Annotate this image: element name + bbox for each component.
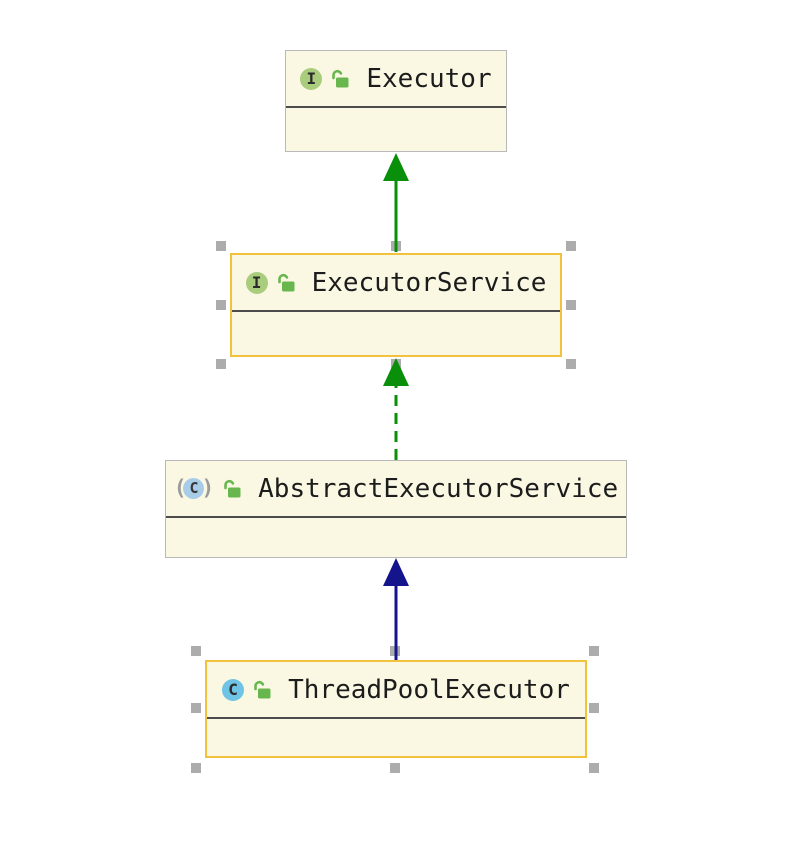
- selection-handle[interactable]: [566, 300, 576, 310]
- selection-handle[interactable]: [390, 646, 400, 656]
- interface-icon-letter: I: [306, 68, 317, 88]
- interface-icon-letter: I: [251, 272, 262, 292]
- arrowhead: [383, 153, 409, 181]
- node-members-section: [232, 310, 560, 355]
- selection-handle[interactable]: [216, 359, 226, 369]
- selection-handle[interactable]: [390, 763, 400, 773]
- class-node-thread-pool-executor[interactable]: C ThreadPoolExecutor: [205, 660, 587, 758]
- node-title: C ThreadPoolExecutor: [207, 662, 585, 717]
- interface-icon: I: [245, 271, 268, 294]
- unlocked-icon: [252, 680, 272, 700]
- class-icon-letter: C: [228, 679, 238, 699]
- node-name-label: ExecutorService: [311, 267, 547, 298]
- node-title: I Executor: [286, 51, 506, 106]
- class-node-executor-service[interactable]: I ExecutorService: [230, 253, 562, 357]
- selection-handle[interactable]: [391, 241, 401, 251]
- edge-threadpoolexecutor-extends-abstractexecutorservice[interactable]: [383, 558, 409, 660]
- class-node-abstract-executor-service[interactable]: ( C ) AbstractExecutorService: [165, 460, 627, 558]
- selection-handle[interactable]: [191, 646, 201, 656]
- node-name-label: ThreadPoolExecutor: [288, 674, 570, 705]
- edge-executorservice-extends-executor[interactable]: [383, 153, 409, 252]
- selection-handle[interactable]: [216, 241, 226, 251]
- abstract-paren: ): [201, 476, 215, 500]
- selection-handle[interactable]: [191, 763, 201, 773]
- selection-handle[interactable]: [589, 646, 599, 656]
- edge-abstractexecutorservice-implements-executorservice[interactable]: [383, 358, 409, 460]
- selection-handle[interactable]: [191, 703, 201, 713]
- node-title: ( C ) AbstractExecutorService: [166, 461, 626, 516]
- selection-handle[interactable]: [216, 300, 226, 310]
- abstract-paren: (: [173, 476, 187, 500]
- selection-handle[interactable]: [566, 241, 576, 251]
- class-node-executor[interactable]: I Executor: [285, 50, 507, 152]
- unlocked-icon: [276, 273, 296, 293]
- selection-handle[interactable]: [589, 703, 599, 713]
- selection-handle[interactable]: [391, 359, 401, 369]
- abstract-class-icon: ( C ): [174, 478, 214, 499]
- abstract-class-icon-letter: C: [189, 479, 199, 497]
- selection-handle[interactable]: [566, 359, 576, 369]
- selection-handle[interactable]: [589, 763, 599, 773]
- node-title: I ExecutorService: [232, 255, 560, 310]
- node-name-label: AbstractExecutorService: [258, 473, 619, 504]
- node-members-section: [166, 516, 626, 557]
- unlocked-icon: [330, 69, 350, 89]
- node-members-section: [286, 106, 506, 151]
- arrowhead: [383, 558, 409, 586]
- node-members-section: [207, 717, 585, 756]
- node-name-label: Executor: [366, 63, 492, 94]
- class-icon: C: [222, 678, 245, 701]
- unlocked-icon: [222, 479, 242, 499]
- interface-icon: I: [300, 67, 323, 90]
